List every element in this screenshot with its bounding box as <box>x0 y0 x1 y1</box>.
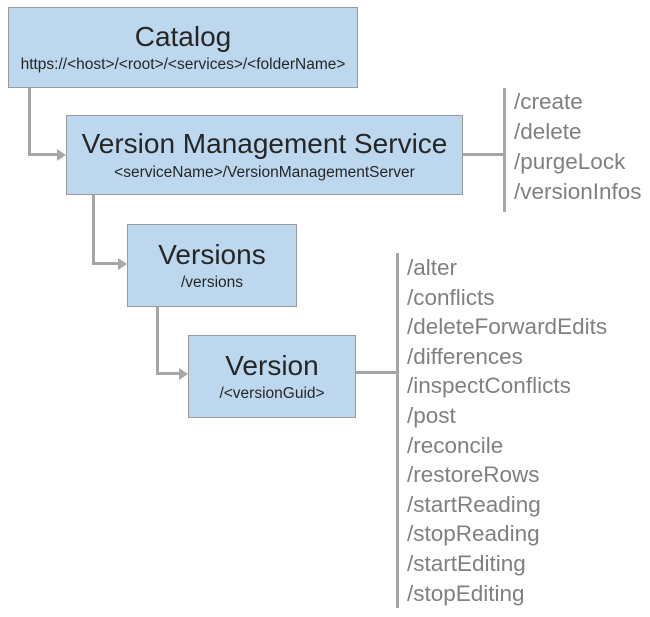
connector-catalog-vms-vertical <box>28 88 31 156</box>
node-version: Version /<versionGuid> <box>188 335 356 418</box>
endpoint-list-vms: /create /delete /purgeLock /versionInfos <box>514 87 642 207</box>
endpoint-stopediting: /stopEditing <box>407 580 525 606</box>
connector-versions-version-horizontal <box>156 372 179 375</box>
node-versions-title: Versions <box>158 238 266 270</box>
node-version-management-service: Version Management Service <serviceName>… <box>66 115 463 195</box>
arrowhead-icon <box>118 257 127 270</box>
connector-vms-versions-vertical <box>92 195 95 265</box>
endpoint-list-rule-version <box>396 253 399 608</box>
arrowhead-icon <box>57 148 66 161</box>
endpoint-list-version: /alter /conflicts /deleteForwardEdits /d… <box>407 253 607 608</box>
connector-version-endpoints <box>356 371 396 374</box>
endpoint-list-rule-vms <box>503 88 506 212</box>
node-catalog-title: Catalog <box>134 20 232 52</box>
node-versions: Versions /versions <box>127 224 297 307</box>
connector-vms-endpoints <box>463 153 503 156</box>
endpoint-delete: /delete <box>514 119 582 144</box>
arrowhead-icon <box>179 367 188 380</box>
endpoint-inspectconflicts: /inspectConflicts <box>407 373 571 399</box>
endpoint-restorerows: /restoreRows <box>407 462 540 488</box>
endpoint-stopreading: /stopReading <box>407 521 540 547</box>
node-vms-path: <serviceName>/VersionManagementServer <box>114 163 415 181</box>
node-vms-title: Version Management Service <box>81 128 448 160</box>
endpoint-differences: /differences <box>407 343 523 369</box>
node-version-title: Version <box>225 349 319 381</box>
endpoint-startreading: /startReading <box>407 491 541 517</box>
endpoint-purgelock: /purgeLock <box>514 149 626 174</box>
endpoint-conflicts: /conflicts <box>407 284 495 310</box>
endpoint-reconcile: /reconcile <box>407 432 504 458</box>
node-catalog: Catalog https://<host>/<root>/<services>… <box>8 7 358 88</box>
node-versions-path: /versions <box>180 274 244 292</box>
node-version-path: /<versionGuid> <box>219 385 325 403</box>
endpoint-deleteforwardedits: /deleteForwardEdits <box>407 314 608 340</box>
endpoint-versioninfos: /versionInfos <box>514 179 642 204</box>
connector-versions-version-vertical <box>156 307 159 375</box>
endpoint-alter: /alter <box>407 255 458 280</box>
connector-vms-versions-horizontal <box>92 262 118 265</box>
endpoint-post: /post <box>407 402 456 428</box>
node-catalog-path: https://<host>/<root>/<services>/<folder… <box>20 56 346 74</box>
connector-catalog-vms-horizontal <box>28 153 57 156</box>
endpoint-create: /create <box>514 89 583 114</box>
endpoint-startediting: /startEditing <box>407 550 526 576</box>
